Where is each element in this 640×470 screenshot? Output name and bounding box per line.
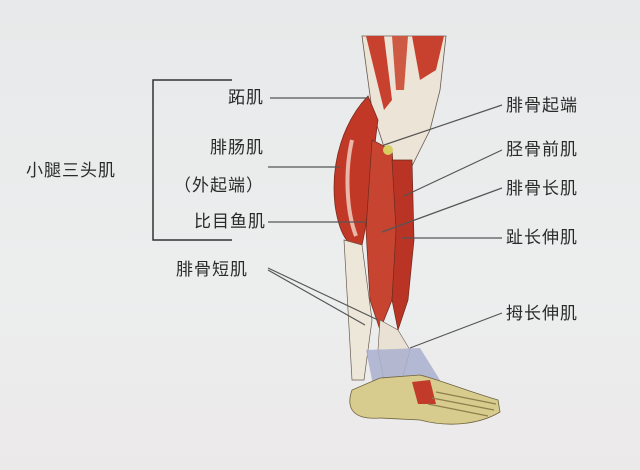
label-ext-digitorum-longus: 趾长伸肌 [506,228,578,248]
label-triceps-surae: 小腿三头肌 [26,161,116,181]
label-peroneus-longus: 腓骨长肌 [506,179,578,199]
label-fibula-origin: 腓骨起端 [506,96,578,116]
leg-icon [333,35,501,425]
leader-peroneus-brevis-1 [267,267,379,321]
leader-peroneus-longus [381,187,503,233]
leader-peroneus-brevis-2 [267,269,366,326]
label-gastrocnemius-note: （外起端） [174,176,264,196]
leader-ext-hallucis [409,312,503,349]
label-gastrocnemius: 腓肠肌 [210,138,264,158]
bracket [152,79,232,241]
leader-fibula-origin [383,104,503,146]
label-tibialis-anterior: 胫骨前肌 [506,140,578,160]
label-peroneus-brevis: 腓骨短肌 [176,260,248,280]
label-plantaris: 跖肌 [228,88,264,108]
leader-lines [267,97,503,349]
label-soleus: 比目鱼肌 [194,212,266,232]
leader-tibialis-anterior [403,149,503,197]
label-ext-hallucis-longus: 拇长伸肌 [506,304,578,324]
